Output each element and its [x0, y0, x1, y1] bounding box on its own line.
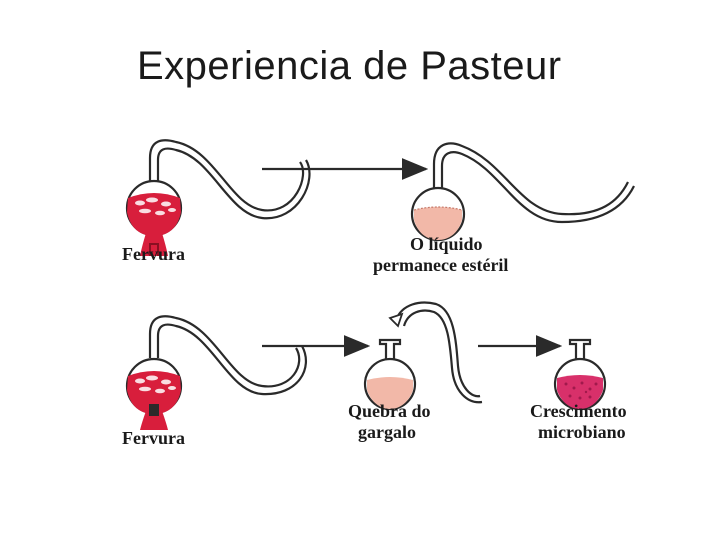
row2-boiling-flask: [125, 315, 308, 430]
row2-step1-label: Fervura: [122, 428, 185, 448]
contaminated-liquid: [557, 375, 603, 409]
row1-step1-label: Fervura: [122, 244, 185, 264]
sterile-liquid: [367, 377, 413, 409]
row2-contaminated-flask: [553, 338, 607, 411]
sterile-liquid: [414, 207, 462, 240]
row2-step2-label-line2: gargalo: [358, 422, 416, 442]
row2-broken-neck-flask: [363, 301, 483, 411]
row2-step2-label-line1: Quebra do: [348, 401, 431, 421]
row2-step3-label-line1: Crescimento: [530, 401, 627, 421]
row1-step2-label-line1: O líquido: [410, 234, 483, 254]
row2-step3-label-line2: microbiano: [538, 422, 626, 442]
row1-step2-label-line2: permanece estéril: [373, 255, 508, 275]
flame: [140, 411, 168, 430]
row1-sterile-flask: [410, 142, 635, 242]
row1-boiling-flask: [125, 139, 311, 256]
slide-title: Experiencia de Pasteur: [137, 44, 562, 88]
